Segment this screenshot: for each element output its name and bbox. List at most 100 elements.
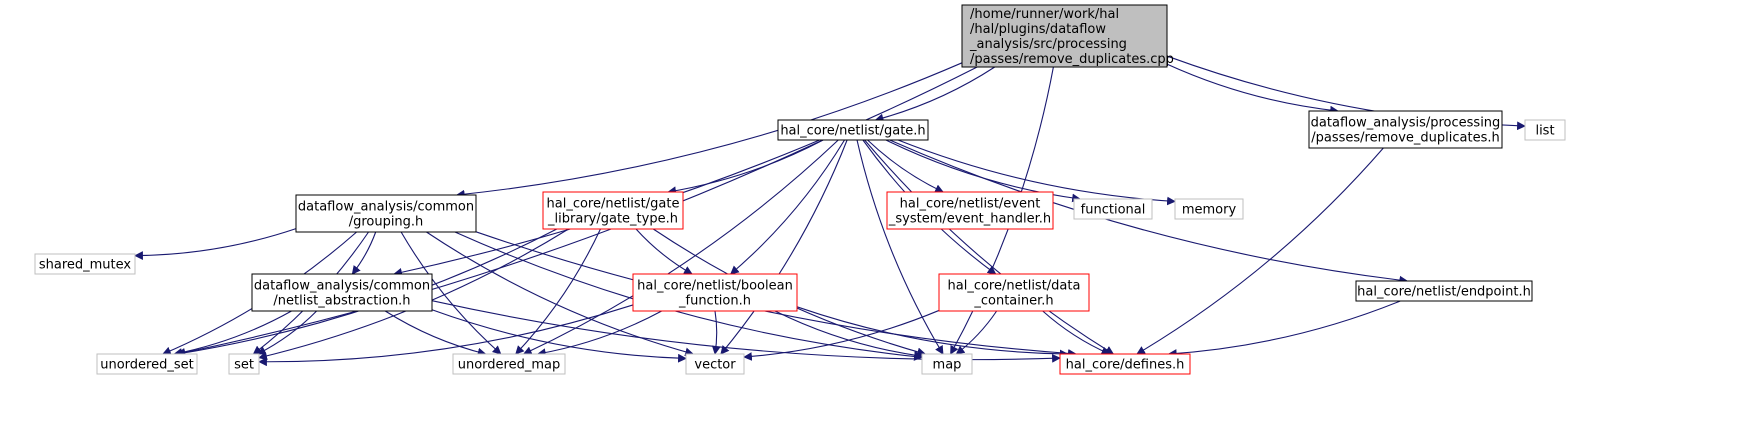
node-remove-duplicates-cpp[interactable]: /home/runner/work/hal/hal/plugins/datafl… xyxy=(961,4,1174,68)
node-label: dataflow_analysis/common xyxy=(254,279,430,294)
edge-gate_h-to-functional xyxy=(885,139,1081,203)
edge-path xyxy=(454,231,923,361)
node-label: hal_core/netlist/event xyxy=(900,197,1041,212)
node-box xyxy=(1524,119,1566,141)
edge-grouping_h-to-map xyxy=(454,231,923,361)
node-label: _system/event_handler.h xyxy=(888,212,1051,227)
node-box xyxy=(34,253,136,275)
edge-gate_h-to-unordered_set xyxy=(176,139,824,357)
edge-path xyxy=(720,139,848,355)
edge-path xyxy=(384,310,487,357)
edge-path xyxy=(134,228,297,260)
edge-gate_type_h-to-boolean_function_h xyxy=(635,228,693,275)
node-label: list xyxy=(1535,124,1554,139)
node-box xyxy=(542,191,684,230)
node-label: shared_mutex xyxy=(39,258,132,273)
edge-path xyxy=(711,310,721,355)
node-label: unordered_set xyxy=(100,358,193,373)
edge-path xyxy=(426,231,694,357)
edge-boolean_function_h-to-defines_h xyxy=(796,306,1069,359)
edge-netlist_abstraction_h-to-set xyxy=(256,310,318,355)
edge-path xyxy=(1167,300,1401,358)
edge-path xyxy=(522,139,839,355)
edge-boolean_function_h-to-map xyxy=(774,310,923,360)
node-data-container-h[interactable]: hal_core/netlist/data_container.h xyxy=(938,273,1090,312)
edge-netlist_abstraction_h-to-unordered_map xyxy=(384,310,487,357)
edge-path xyxy=(1166,63,1339,115)
node-netlist-abstraction-h[interactable]: dataflow_analysis/common/netlist_abstrac… xyxy=(251,273,433,312)
node-box xyxy=(1355,280,1533,302)
edge-gate_h-to-defines_h xyxy=(864,139,1115,355)
node-vector: vector xyxy=(685,353,745,375)
edge-layer xyxy=(134,55,1526,367)
edge-gate_h-to-vector xyxy=(720,139,848,355)
edge-path xyxy=(393,66,978,277)
node-functional: functional xyxy=(1073,198,1153,220)
edge-path xyxy=(955,310,998,355)
node-box xyxy=(96,353,198,375)
edge-grouping_h-to-vector xyxy=(426,231,694,357)
edge-path xyxy=(889,139,1409,285)
edge-data_container_h-to-vector xyxy=(743,309,940,361)
node-boolean-function-h[interactable]: hal_core/netlist/boolean_function.h xyxy=(632,273,798,312)
node-gate-type-h[interactable]: hal_core/netlist/gate_library/gate_type.… xyxy=(542,191,684,230)
edge-path xyxy=(796,306,1069,359)
node-event-handler-h[interactable]: hal_core/netlist/event_system/event_hand… xyxy=(886,191,1054,230)
node-box xyxy=(1174,198,1244,220)
edge-endpoint_h-to-defines_h xyxy=(1167,300,1401,358)
node-label: /netlist_abstraction.h xyxy=(273,294,410,309)
node-gate-h[interactable]: hal_core/netlist/gate.h xyxy=(777,119,929,141)
node-label: map xyxy=(933,358,962,373)
edge-gate_h-to-event_handler_h xyxy=(867,139,944,193)
edge-path xyxy=(173,310,292,357)
edge-data_container_h-to-map xyxy=(955,310,998,355)
edge-gate_h-to-unordered_map xyxy=(522,139,839,355)
edge-netlist_abstraction_h-to-unordered_set xyxy=(173,310,292,357)
edge-path xyxy=(774,310,923,360)
edge-path xyxy=(874,66,996,123)
node-label: hal_core/netlist/boolean xyxy=(637,279,793,294)
node-box xyxy=(632,273,798,312)
node-defines-h[interactable]: hal_core/defines.h xyxy=(1059,353,1191,375)
edge-gate_h-to-gate_type_h xyxy=(667,139,824,196)
edge-path xyxy=(256,310,318,355)
edge-grouping_h-to-defines_h xyxy=(475,231,1077,358)
node-list: list xyxy=(1524,119,1566,141)
edge-grouping_h-to-netlist_abstraction_h xyxy=(351,231,377,275)
node-box xyxy=(777,119,929,141)
node-box xyxy=(295,194,477,233)
node-box xyxy=(961,4,1168,68)
node-endpoint-h[interactable]: hal_core/netlist/endpoint.h xyxy=(1355,280,1533,302)
edge-path xyxy=(856,139,944,355)
edge-gate_h-to-endpoint_h xyxy=(889,139,1409,285)
edge-netlist_abstraction_h-to-vector xyxy=(431,309,687,363)
node-label: _library/gate_type.h xyxy=(547,212,678,227)
edge-boolean_function_h-to-unordered_map xyxy=(536,310,662,357)
node-grouping-h[interactable]: dataflow_analysis/common/grouping.h xyxy=(295,194,477,233)
node-box xyxy=(921,353,973,375)
edge-path xyxy=(475,231,1077,358)
node-remove-duplicates-h[interactable]: dataflow_analysis/processing/passes/remo… xyxy=(1308,110,1503,149)
edge-path xyxy=(864,139,1115,355)
edge-path xyxy=(1136,147,1384,355)
node-label: hal_core/defines.h xyxy=(1066,358,1185,373)
node-box xyxy=(685,353,745,375)
node-box xyxy=(452,353,566,375)
node-label: /passes/remove_duplicates.cpp xyxy=(970,52,1174,67)
node-unordered-map: unordered_map xyxy=(452,353,566,375)
edge-remove_duplicates_cpp-to-grouping_h xyxy=(455,62,963,199)
node-label: hal_core/netlist/gate.h xyxy=(780,124,925,139)
node-label: dataflow_analysis/common xyxy=(298,200,474,215)
node-box xyxy=(1073,198,1153,220)
node-label: /home/runner/work/hal xyxy=(970,7,1119,22)
edge-remove_duplicates_cpp-to-netlist_abstraction_h xyxy=(393,66,978,277)
edge-path xyxy=(635,228,693,275)
edge-grouping_h-to-shared_mutex xyxy=(134,228,297,260)
edge-path xyxy=(667,139,824,196)
edge-remove_duplicates_cpp-to-gate_h xyxy=(874,66,996,123)
node-label: /grouping.h xyxy=(349,215,424,230)
edge-path xyxy=(730,139,845,275)
node-label: hal_core/netlist/gate xyxy=(547,197,680,212)
node-label: dataflow_analysis/processing xyxy=(1311,116,1501,131)
node-box xyxy=(251,273,433,312)
